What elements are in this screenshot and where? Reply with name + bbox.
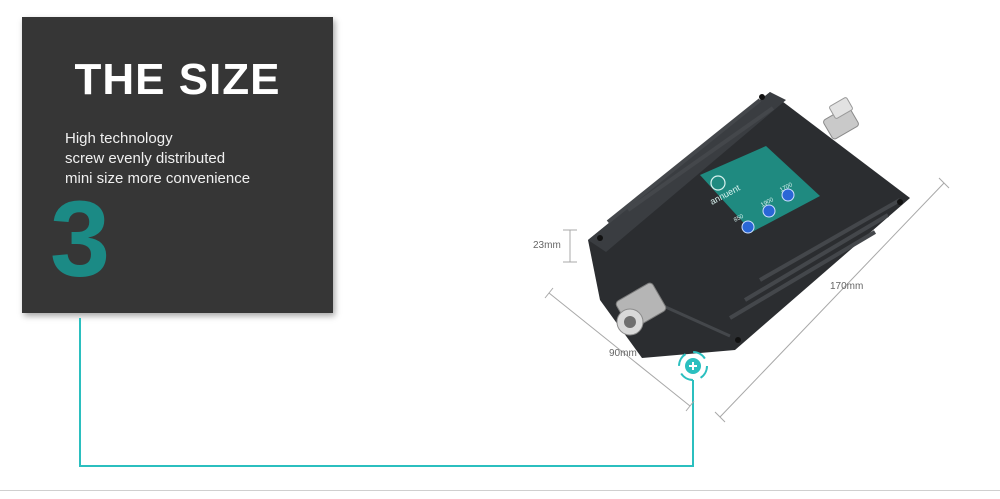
width-label: 90mm — [609, 348, 637, 359]
section-number: 3 — [50, 178, 111, 299]
description-line: screw evenly distributed — [65, 150, 226, 167]
band-label: 1700 — [779, 182, 794, 194]
brand-logo-icon — [710, 175, 726, 191]
length-dimension — [714, 177, 950, 423]
band-label: 1900 — [760, 197, 775, 209]
panel-title: THE SIZE — [74, 55, 281, 104]
description-line: mini size more convenience — [65, 170, 251, 187]
height-dimension — [563, 229, 577, 263]
band-label: 850 — [733, 213, 745, 223]
gain-knob-icon — [762, 204, 776, 218]
gain-knob-icon — [781, 188, 795, 202]
width-dimension — [544, 287, 695, 412]
length-label: 170mm — [830, 281, 864, 292]
gain-knob-icon — [741, 220, 755, 234]
label-panel: annuent 850 1900 1700 — [700, 146, 820, 234]
plus-circle-icon[interactable] — [678, 351, 708, 381]
bottom-n-connector — [615, 282, 667, 336]
description-line: High technology — [65, 130, 173, 147]
connector-line — [79, 318, 694, 467]
top-n-connector — [823, 97, 859, 140]
info-panel: THE SIZE High technology screw evenly di… — [22, 17, 333, 313]
bottom-divider — [0, 490, 1000, 491]
height-label: 23mm — [533, 240, 561, 251]
